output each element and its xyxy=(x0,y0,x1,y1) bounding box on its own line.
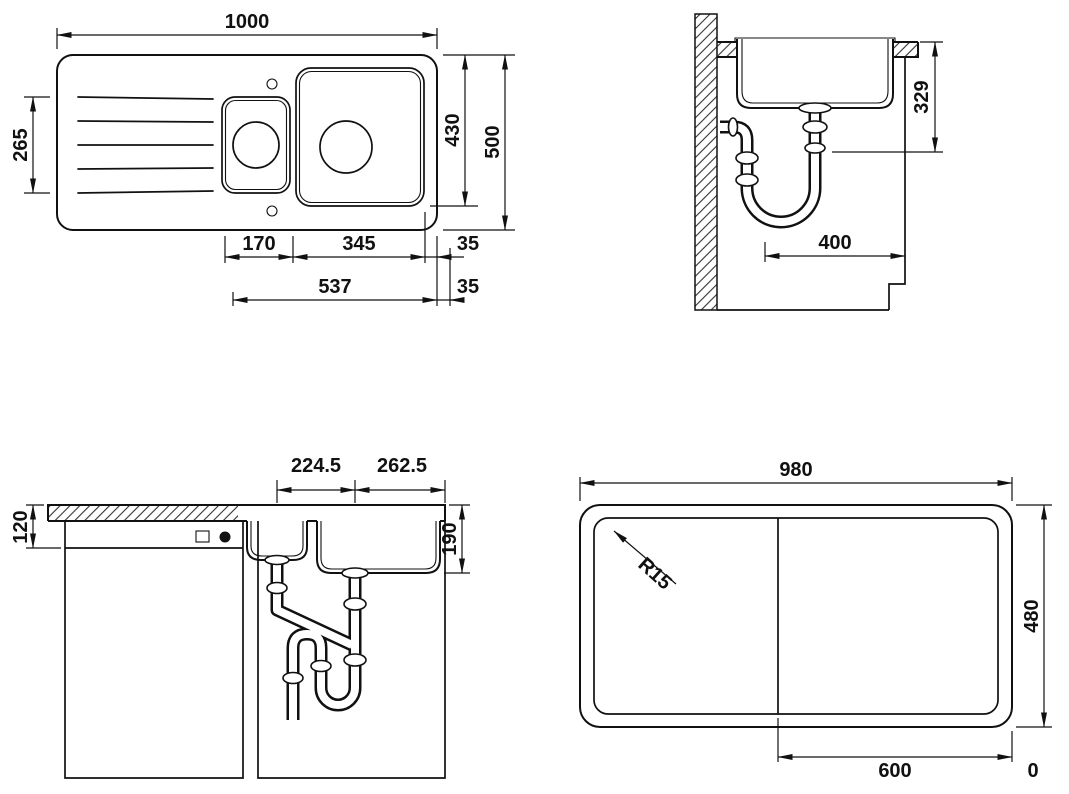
union-nut xyxy=(735,173,759,187)
sink-outline xyxy=(579,504,1013,728)
plan-view: 1000 265 430 500 170 345 xyxy=(10,11,515,306)
sink-rim-profile xyxy=(734,37,896,42)
dimension-label: 170 xyxy=(242,233,275,255)
dimension-label: 120 xyxy=(10,510,32,543)
cabinet-outline xyxy=(717,57,906,311)
union-nut xyxy=(802,120,828,134)
bowl-section-outer xyxy=(736,39,894,109)
counter-section xyxy=(48,505,238,521)
wall-section xyxy=(694,13,718,311)
front-section-view: 224.5 262.5 120 190 xyxy=(10,455,470,779)
main-bowl-outline xyxy=(295,67,425,207)
cabinet-outline xyxy=(64,521,446,779)
dim-main-bowl-width: 345 xyxy=(292,212,426,263)
dim-corner-radius: R15 xyxy=(613,530,677,594)
dimension-label: 35 xyxy=(457,233,479,255)
dimension-label: 480 xyxy=(1021,599,1043,632)
dimension-label: 224.5 xyxy=(291,455,341,477)
dim-edge-b: 35 xyxy=(449,276,479,303)
half-bowl-outline xyxy=(221,96,291,194)
sink-outline xyxy=(56,54,438,231)
trap-pipe-bore xyxy=(273,562,359,720)
union-nut xyxy=(310,659,332,673)
dim-drain-spacing: 224.5 xyxy=(276,455,356,503)
dim-bowl-depth: 190 xyxy=(439,504,470,574)
half-bowl-inner-line xyxy=(224,99,288,191)
dim-edge-a: 35 xyxy=(425,233,479,306)
bowl-section-inner xyxy=(741,39,889,104)
dim-overall-width: 1000 xyxy=(56,11,438,49)
dimension-label: R15 xyxy=(634,553,676,594)
wall-outlet-nut xyxy=(727,117,739,137)
union-nut xyxy=(343,653,367,667)
union-nut xyxy=(804,142,826,154)
strainer-flange xyxy=(341,567,369,579)
dim-bowl-section-width: 600 xyxy=(777,718,1013,782)
dimension-label: 0 xyxy=(1027,760,1038,782)
dim-bowl-span: 537 xyxy=(232,276,464,306)
dimension-label: 600 xyxy=(878,760,911,782)
dim-drain-offset: 400 xyxy=(764,232,906,262)
dim-drain-height: 329 xyxy=(832,41,943,153)
dim-overall-depth: 500 xyxy=(443,54,515,231)
dimension-label: 400 xyxy=(818,232,851,254)
counter-section-left xyxy=(717,42,737,57)
dimension-label: 1000 xyxy=(225,11,270,33)
side-section-view: 329 400 xyxy=(694,13,943,311)
dishwasher-panel-detail xyxy=(195,530,210,543)
tap-hole-rear xyxy=(266,78,278,90)
underside-view: R15 980 480 600 0 xyxy=(579,459,1052,782)
union-nut xyxy=(282,671,304,685)
extension-lines xyxy=(56,28,438,49)
dimension-label: 190 xyxy=(439,522,461,555)
dimension-label: 35 xyxy=(457,276,479,298)
union-nut xyxy=(343,597,367,611)
trap-pipe-bore xyxy=(720,110,819,226)
union-nut xyxy=(735,151,759,165)
dimension-label: 500 xyxy=(482,125,504,158)
countertop-outline xyxy=(717,41,919,58)
extension-lines xyxy=(777,718,1013,762)
drainboard-grooves xyxy=(77,96,214,194)
dim-bowl-front-to-back: 265 xyxy=(10,96,50,194)
dim-right-offset: 0 xyxy=(1027,760,1038,782)
dimension-label: 329 xyxy=(911,80,933,113)
dim-apron-height: 120 xyxy=(10,504,61,549)
base-outline xyxy=(593,517,999,715)
leader-line xyxy=(613,530,677,585)
union-nut xyxy=(266,581,288,595)
half-bowl-drain xyxy=(232,121,280,169)
dim-base-depth: 480 xyxy=(1016,504,1052,728)
extension-lines xyxy=(832,41,943,153)
dim-drain-to-edge: 262.5 xyxy=(354,455,446,503)
counter-section-right xyxy=(893,42,918,57)
dimension-label: 980 xyxy=(779,459,812,481)
dishwasher-knob xyxy=(219,531,231,543)
dimension-label: 345 xyxy=(342,233,375,255)
dim-bowl-length: 430 xyxy=(430,54,515,207)
tap-hole-front xyxy=(266,205,278,217)
dimension-label: 265 xyxy=(10,128,32,161)
main-bowl-inner-line xyxy=(298,70,422,204)
dimension-label: 262.5 xyxy=(377,455,427,477)
extension-lines xyxy=(276,480,356,503)
dim-base-width: 980 xyxy=(579,459,1013,501)
strainer-flange xyxy=(264,554,290,566)
dimension-label: 430 xyxy=(442,113,464,146)
dim-half-bowl-width: 170 xyxy=(224,233,294,263)
main-bowl-drain xyxy=(319,120,373,174)
dimension-label: 537 xyxy=(318,276,351,298)
extension-lines xyxy=(24,96,50,194)
countertop-outline xyxy=(47,504,446,522)
strainer-flange xyxy=(798,102,832,114)
